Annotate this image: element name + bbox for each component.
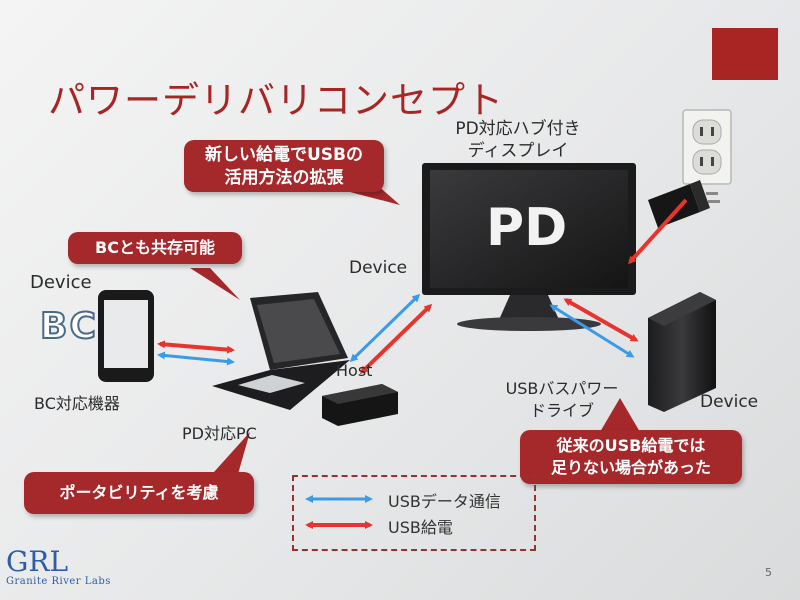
callout-insufficient: 従来のUSB給電では 足りない場合があった xyxy=(520,430,742,484)
bc-device-label: BC対応機器 xyxy=(34,394,120,413)
bc-logo-text: BC xyxy=(39,305,98,348)
usb-drive-label: USBバスパワー ドライブ xyxy=(502,378,622,422)
slide-title: パワーデリバリコンセプト xyxy=(48,79,504,122)
phone-icon xyxy=(98,290,154,382)
page-number: 5 xyxy=(765,566,772,579)
laptop-icon xyxy=(212,292,350,410)
callout-new-usage: 新しい給電でUSBの 活用方法の拡張 xyxy=(184,140,384,192)
grl-logo-name: Granite River Labs xyxy=(6,576,111,587)
usb-drive-label-line2: ドライブ xyxy=(529,401,594,420)
accent-square xyxy=(712,28,778,80)
external-drive-icon xyxy=(648,292,716,412)
host-label: Host xyxy=(336,361,373,380)
legend-box: USBデータ通信 USB給電 xyxy=(292,475,536,551)
grl-logo: GRL Granite River Labs xyxy=(6,545,111,588)
legend-row-power: USB給電 xyxy=(378,516,453,537)
pd-pc-label: PD対応PC xyxy=(182,424,257,443)
callout-insufficient-line1: 従来のUSB給電では xyxy=(556,436,706,455)
usb-drive-label-line1: USBバスパワー xyxy=(505,379,619,398)
callout-new-usage-line1: 新しい給電でUSBの xyxy=(204,145,363,165)
legend-row-data: USBデータ通信 xyxy=(378,490,501,511)
callout-new-usage-line2: 活用方法の拡張 xyxy=(224,167,344,188)
legend-power-label: USB給電 xyxy=(388,518,453,537)
monitor-label: PD対応ハブ付き ディスプレイ xyxy=(448,118,588,162)
device-label-drive: Device xyxy=(700,392,759,412)
monitor-icon xyxy=(422,163,636,331)
monitor-label-line2: ディスプレイ xyxy=(467,141,569,161)
host-box-icon xyxy=(322,384,398,426)
callout-portability: ポータビリティを考慮 xyxy=(24,472,254,514)
device-label-phone: Device xyxy=(30,272,92,293)
monitor-screen-text: PD xyxy=(486,198,568,258)
wall-outlet-icon xyxy=(682,109,732,185)
grl-logo-mark: GRL xyxy=(6,545,69,578)
power-adapter-icon xyxy=(648,180,720,228)
legend-data-label: USBデータ通信 xyxy=(388,492,501,511)
callout-insufficient-line2: 足りない場合があった xyxy=(550,457,711,477)
device-label-monitor: Device xyxy=(349,258,408,278)
callout-bc-coexist: BCとも共存可能 xyxy=(68,232,242,264)
monitor-label-line1: PD対応ハブ付き xyxy=(455,119,581,139)
